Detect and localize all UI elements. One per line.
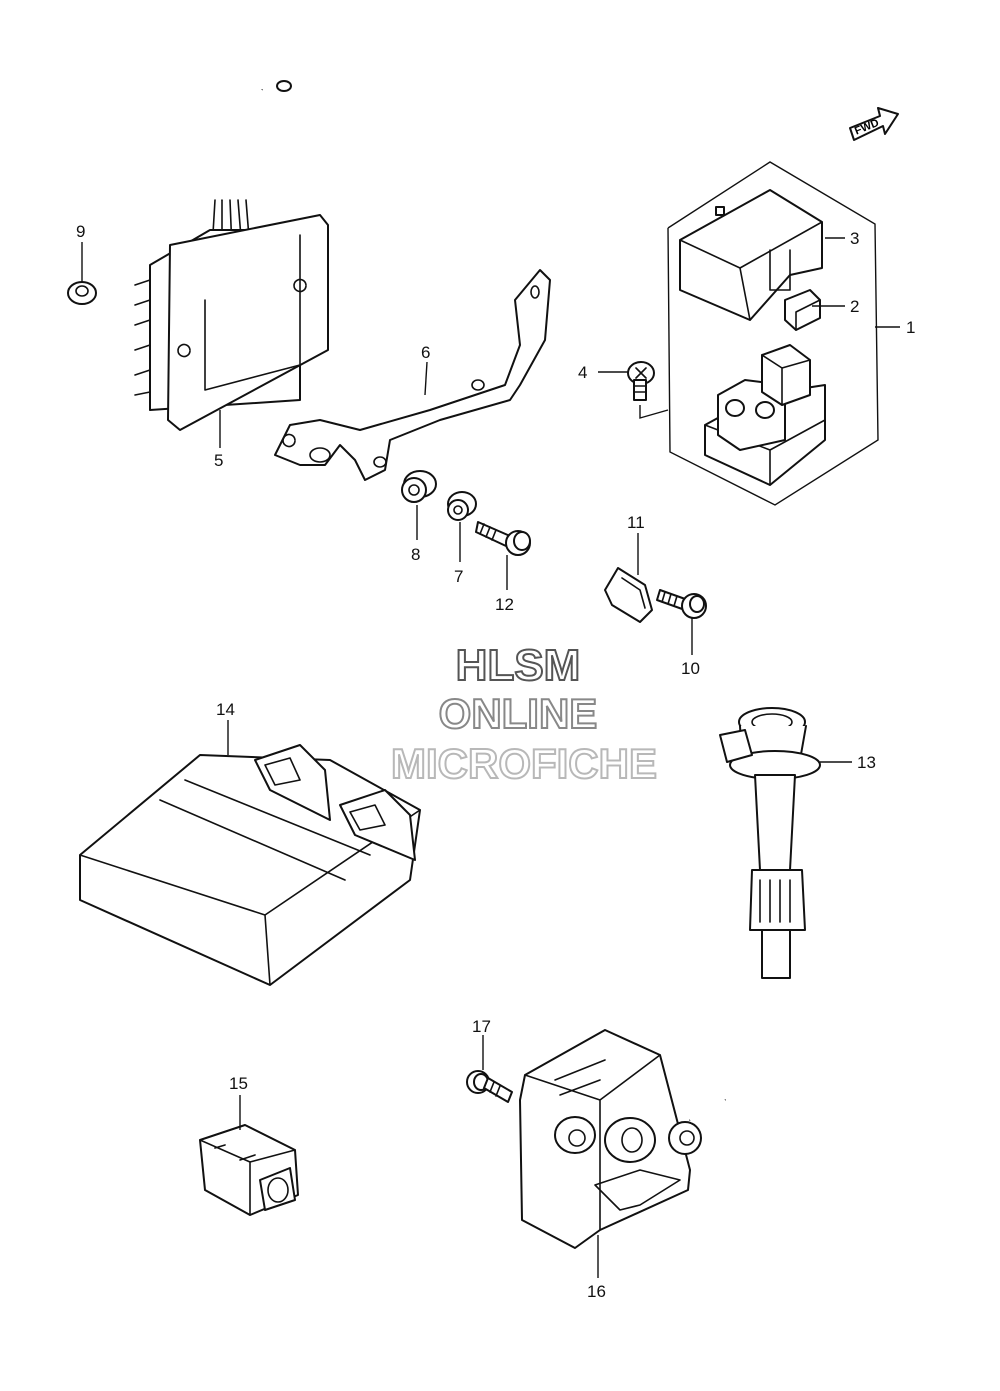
callout-15: 15 bbox=[229, 1074, 248, 1093]
part-13-ignition-coil bbox=[719, 707, 821, 979]
part-2-fuse bbox=[784, 289, 821, 331]
part-4-screw bbox=[627, 361, 669, 419]
callout-1: 1 bbox=[906, 318, 915, 337]
part-1-starter-relay bbox=[704, 344, 826, 486]
callout-2: 2 bbox=[850, 297, 859, 316]
part-1-assembly-frame bbox=[667, 161, 879, 506]
part-6-bracket bbox=[274, 269, 551, 481]
part-14-ecm bbox=[79, 744, 421, 986]
callout-9: 9 bbox=[76, 222, 85, 241]
callout-16: 16 bbox=[587, 1282, 606, 1301]
part-10-screw bbox=[656, 589, 707, 619]
callout-11: 11 bbox=[627, 513, 645, 532]
callout-13: 13 bbox=[857, 753, 876, 772]
leader-lines bbox=[81, 237, 900, 1278]
callout-6: 6 bbox=[421, 343, 430, 362]
callout-12: 12 bbox=[495, 595, 514, 614]
part-3-cover bbox=[679, 189, 823, 321]
callout-5: 5 bbox=[214, 451, 223, 470]
callout-8: 8 bbox=[411, 545, 420, 564]
watermark-line-3: MICROFICHE bbox=[391, 740, 657, 787]
part-12-bolt bbox=[475, 521, 531, 556]
watermark: HLSM ONLINE MICROFICHE bbox=[390, 640, 658, 788]
part-11-clamp bbox=[604, 567, 653, 623]
part-8-grommet bbox=[401, 470, 437, 503]
part-15-connector bbox=[199, 1124, 299, 1216]
callout-14: 14 bbox=[216, 700, 235, 719]
watermark-line-1: HLSM bbox=[456, 641, 581, 690]
part-17-bolt bbox=[466, 1070, 513, 1103]
callout-4: 4 bbox=[578, 363, 587, 382]
callout-labels: 1 2 3 4 5 6 7 8 9 10 11 12 13 14 15 16 1… bbox=[76, 222, 915, 1301]
watermark-line-2: ONLINE bbox=[439, 690, 598, 737]
fwd-arrow-icon: FWD bbox=[849, 107, 899, 141]
callout-17: 17 bbox=[472, 1017, 491, 1036]
callout-7: 7 bbox=[454, 567, 463, 586]
part-7-collar bbox=[447, 491, 477, 521]
callout-10: 10 bbox=[681, 659, 700, 678]
part-5-regulator bbox=[134, 80, 329, 431]
part-9-nut bbox=[67, 281, 97, 305]
callout-3: 3 bbox=[850, 229, 859, 248]
part-16-actuator bbox=[519, 1029, 727, 1249]
